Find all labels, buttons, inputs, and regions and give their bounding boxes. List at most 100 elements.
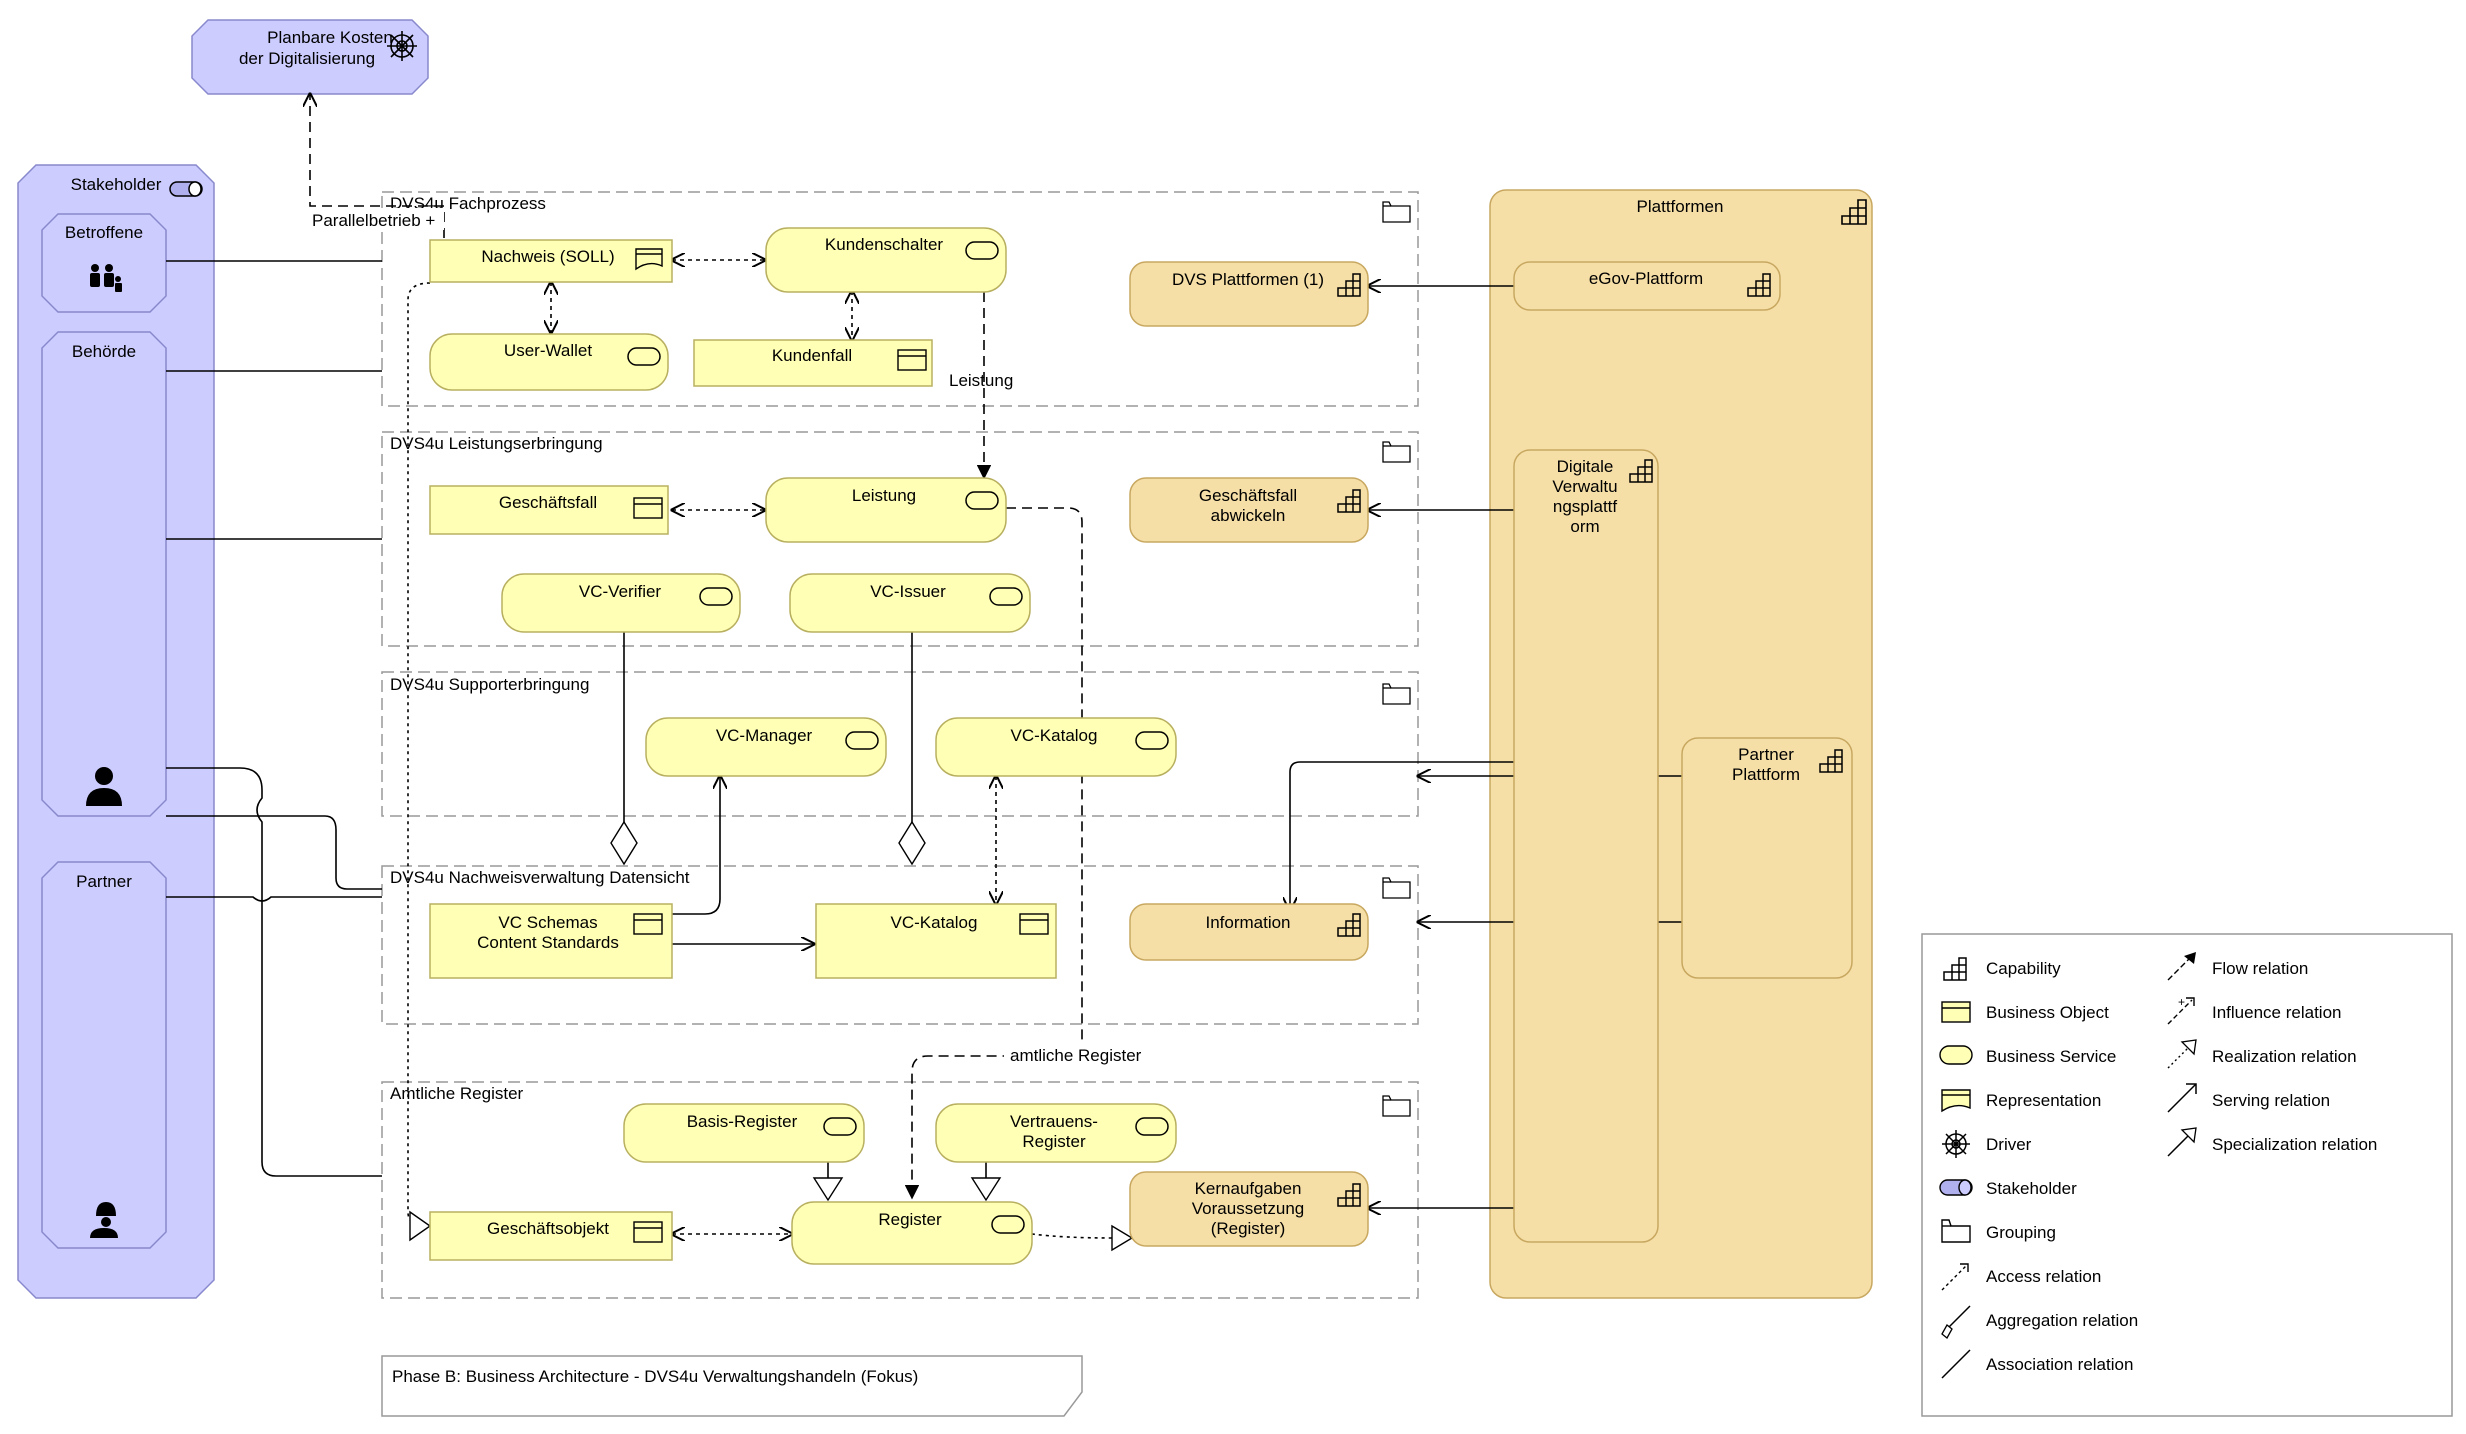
edge-label-amtliche-register: amtliche Register	[1010, 1046, 1142, 1065]
information-label: Information	[1205, 913, 1290, 932]
service-vc-issuer[interactable]: VC-Issuer	[789, 573, 1031, 633]
object-vc-schemas[interactable]: VC Schemas Content Standards	[429, 903, 673, 979]
legend-item: Serving relation	[2212, 1091, 2330, 1110]
object-geschaeftsfall[interactable]: Geschäftsfall	[429, 485, 669, 535]
service-kundenschalter[interactable]: Kundenschalter	[765, 227, 1007, 293]
object-geschaeftsobjekt[interactable]: Geschäftsobjekt	[429, 1211, 673, 1261]
legend-access-icon	[1941, 1263, 1969, 1291]
kernaufgaben-label-3: (Register)	[1211, 1219, 1286, 1238]
legend-item: Representation	[1986, 1091, 2101, 1110]
legend-item: Association relation	[1986, 1355, 2133, 1374]
realization-register-kernaufgaben	[1031, 1233, 1113, 1239]
legend-business-service-icon	[1939, 1045, 1973, 1065]
egov-label: eGov-Plattform	[1589, 269, 1703, 288]
digitale-label-2: Verwaltu	[1552, 477, 1617, 496]
vertrauens-register-label-1: Vertrauens-	[1010, 1112, 1098, 1131]
stakeholder-partner[interactable]: Partner	[41, 861, 167, 1249]
business-object-icon	[1019, 913, 1049, 935]
service-icon	[989, 587, 1023, 606]
stakeholder-behoerde[interactable]: Behörde	[41, 331, 167, 817]
legend-item: Flow relation	[2212, 959, 2308, 978]
capability-dvs-plattformen[interactable]: DVS Plattformen (1)	[1129, 261, 1369, 327]
capability-partner-plattform[interactable]: Partner Plattform	[1681, 737, 1853, 979]
serving-schemas-manager	[672, 776, 720, 915]
partner-plattform-label-1: Partner	[1738, 745, 1794, 764]
diagram-title: Phase B: Business Architecture - DVS4u V…	[392, 1367, 918, 1386]
legend-item: Specialization relation	[2212, 1135, 2377, 1154]
worker-icon	[90, 1202, 118, 1238]
assoc-partner-nachweis	[166, 896, 382, 902]
leistung-label: Leistung	[852, 486, 916, 505]
service-user-wallet[interactable]: User-Wallet	[429, 333, 669, 391]
legend-item: Business Service	[1986, 1047, 2116, 1066]
service-icon	[823, 1117, 857, 1136]
capability-icon	[1819, 749, 1843, 773]
vc-katalog-service-label: VC-Katalog	[1011, 726, 1098, 745]
capability-icon	[1747, 273, 1771, 297]
driver-planbare-kosten[interactable]: Planbare Kosten der Digitalisierung	[191, 19, 429, 95]
representation-nachweis[interactable]: Nachweis (SOLL)	[429, 239, 673, 283]
legend-item: Influence relation	[2212, 1003, 2341, 1022]
service-vc-katalog[interactable]: VC-Katalog	[935, 717, 1177, 777]
family-icon	[90, 264, 122, 292]
serving-digitale-information	[1290, 761, 1514, 910]
service-register[interactable]: Register	[791, 1201, 1033, 1265]
stakeholder-betroffene[interactable]: Betroffene	[41, 213, 167, 313]
service-vc-manager[interactable]: VC-Manager	[645, 717, 887, 777]
service-leistung[interactable]: Leistung	[765, 477, 1007, 543]
service-icon	[965, 491, 999, 510]
digitale-label-3: ngsplattf	[1553, 497, 1618, 516]
plattformen-title: Plattformen	[1637, 197, 1724, 216]
capability-icon	[1337, 913, 1361, 937]
kernaufgaben-label-2: Voraussetzung	[1192, 1199, 1304, 1218]
stakeholder-icon	[169, 181, 203, 197]
folder-icon	[1382, 683, 1411, 705]
legend: Capability Business Object Business Serv…	[1921, 933, 2453, 1417]
service-icon	[699, 587, 733, 606]
legend-serving-icon	[2167, 1083, 2197, 1113]
legend-capability-icon	[1943, 957, 1967, 981]
service-icon	[1135, 1117, 1169, 1136]
object-vc-katalog[interactable]: VC-Katalog	[815, 903, 1057, 979]
legend-item: Access relation	[1986, 1267, 2101, 1286]
capability-digitale-verwaltungsplattform[interactable]: Digitale Verwaltu ngsplattf orm	[1513, 449, 1659, 1243]
service-vc-verifier[interactable]: VC-Verifier	[501, 573, 741, 633]
legend-realization-icon	[2167, 1039, 2197, 1069]
service-icon	[845, 731, 879, 750]
driver-icon	[387, 31, 417, 61]
service-basis-register[interactable]: Basis-Register	[623, 1103, 865, 1163]
folder-icon	[1382, 1095, 1411, 1117]
register-label: Register	[878, 1210, 942, 1229]
folder-icon	[1382, 441, 1411, 463]
legend-item: Grouping	[1986, 1223, 2056, 1242]
legend-item: Stakeholder	[1986, 1179, 2077, 1198]
capability-geschaeftsfall-abwickeln[interactable]: Geschäftsfall abwickeln	[1129, 477, 1369, 543]
partner-label: Partner	[76, 872, 132, 891]
diagram-title-box: Phase B: Business Architecture - DVS4u V…	[381, 1355, 1083, 1417]
kernaufgaben-label-1: Kernaufgaben	[1195, 1179, 1302, 1198]
group-nachweisverwaltung-label: DVS4u Nachweisverwaltung Datensicht	[390, 868, 690, 887]
user-wallet-label: User-Wallet	[504, 341, 592, 360]
group-amtliche-register-label: Amtliche Register	[390, 1084, 524, 1103]
legend-driver-icon	[1942, 1130, 1970, 1158]
service-vertrauens-register[interactable]: Vertrauens- Register	[935, 1103, 1177, 1163]
group-supporterbringung[interactable]: DVS4u Supporterbringung	[381, 671, 1419, 817]
stakeholder-title: Stakeholder	[71, 175, 162, 194]
dvs-plattformen-label: DVS Plattformen (1)	[1172, 270, 1324, 289]
object-kundenfall[interactable]: Kundenfall	[693, 339, 933, 387]
capability-egov-plattform[interactable]: eGov-Plattform	[1513, 261, 1781, 311]
capability-information[interactable]: Information	[1129, 903, 1369, 961]
legend-business-object-icon	[1941, 1001, 1971, 1023]
folder-icon	[1382, 877, 1411, 899]
legend-item: Driver	[1986, 1135, 2032, 1154]
vc-schemas-label-1: VC Schemas	[498, 913, 597, 932]
business-object-icon	[633, 497, 663, 519]
capability-kernaufgaben[interactable]: Kernaufgaben Voraussetzung (Register)	[1129, 1171, 1369, 1247]
betroffene-label: Betroffene	[65, 223, 143, 242]
folder-icon	[1382, 201, 1411, 223]
legend-specialization-icon	[2167, 1127, 2197, 1157]
flow-leistung-register	[904, 507, 1083, 1200]
legend-association-icon	[1941, 1349, 1971, 1379]
vertrauens-register-label-2: Register	[1022, 1132, 1086, 1151]
